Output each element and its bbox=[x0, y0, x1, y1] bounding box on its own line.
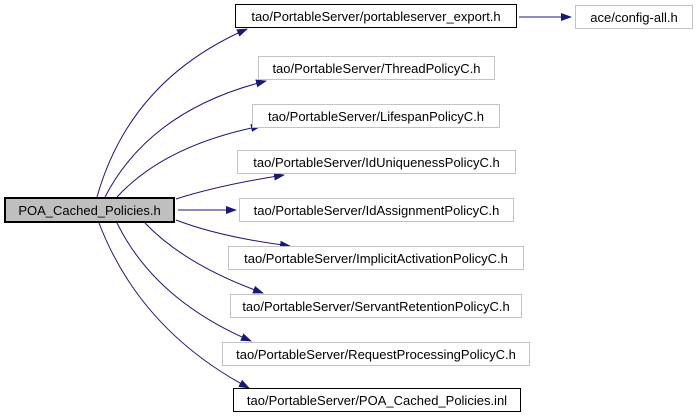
node-implicitactivation-policy: tao/PortableServer/ImplicitActivationPol… bbox=[228, 246, 524, 270]
node-lifespan-policy: tao/PortableServer/LifespanPolicyC.h bbox=[252, 104, 500, 128]
edge-root-to-requestprocessing-policy bbox=[116, 222, 252, 342]
edge-root-to-lifespan-policy bbox=[116, 124, 262, 198]
node-iduniqueness-policy: tao/PortableServer/IdUniquenessPolicyC.h bbox=[237, 150, 516, 174]
node-servantretention-policy: tao/PortableServer/ServantRetentionPolic… bbox=[230, 294, 522, 318]
node-requestprocessing-policy: tao/PortableServer/RequestProcessingPoli… bbox=[222, 342, 530, 366]
node-poa-cached-policies-h: POA_Cached_Policies.h bbox=[4, 197, 175, 223]
edge-root-to-thread-policy bbox=[104, 79, 267, 198]
node-config-all: ace/config-all.h bbox=[575, 5, 693, 29]
node-portableserver-export[interactable]: tao/PortableServer/portableserver_export… bbox=[235, 4, 517, 28]
edge-root-to-implicitactivation-policy bbox=[175, 219, 291, 249]
node-poa-cached-policies-inl[interactable]: tao/PortableServer/POA_Cached_Policies.i… bbox=[233, 388, 521, 412]
node-idassignment-policy: tao/PortableServer/IdAssignmentPolicyC.h bbox=[239, 198, 514, 222]
edge-root-to-portableserver-export bbox=[96, 28, 248, 198]
node-thread-policy: tao/PortableServer/ThreadPolicyC.h bbox=[258, 56, 495, 80]
edge-root-to-servantretention-policy bbox=[144, 222, 264, 294]
edge-root-to-iduniqueness-policy bbox=[175, 172, 285, 200]
edge-root-to-poa-cached-policies-inl bbox=[98, 222, 250, 389]
